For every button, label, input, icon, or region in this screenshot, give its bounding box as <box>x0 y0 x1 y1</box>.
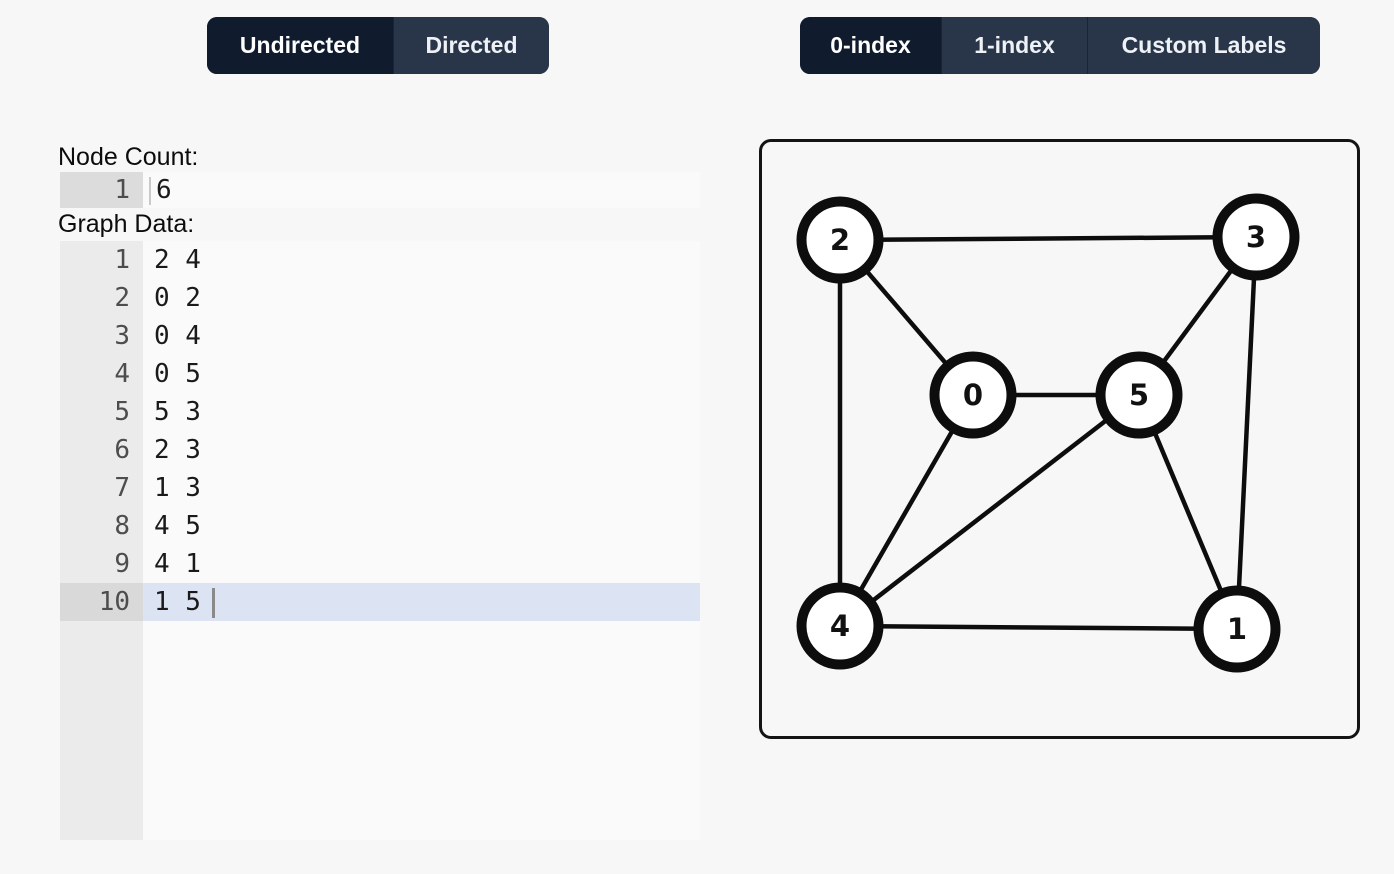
edge-pair-text: 1 5 <box>154 587 201 617</box>
graph-data-label: Graph Data: <box>58 210 195 238</box>
line-number: 1 <box>114 175 130 205</box>
direction-toggle: Undirected Directed <box>207 17 549 74</box>
code-line[interactable]: 7 1 3 <box>60 469 700 507</box>
graph-node-label: 0 <box>963 378 983 412</box>
line-number: 4 <box>114 359 130 389</box>
code-line-content[interactable]: 0 2 <box>143 279 700 317</box>
indexing-toggle: 0-index 1-index Custom Labels <box>800 17 1320 74</box>
toggle-option-directed[interactable]: Directed <box>393 17 549 74</box>
line-number: 2 <box>114 283 130 313</box>
edge-pair-text: 0 2 <box>154 283 201 313</box>
code-line-content[interactable]: 2 3 <box>143 431 700 469</box>
code-line-content[interactable]: 0 5 <box>143 355 700 393</box>
code-line[interactable]: 6 2 3 <box>60 431 700 469</box>
edge-pair-text: 4 1 <box>154 549 201 579</box>
graph-node-label: 1 <box>1227 612 1247 646</box>
graph-canvas[interactable]: 0 1 2 3 4 5 <box>759 139 1360 739</box>
code-line-content[interactable]: 1 3 <box>143 469 700 507</box>
code-line[interactable]: 3 0 4 <box>60 317 700 355</box>
text-cursor-inactive <box>149 176 151 205</box>
node-count-line[interactable]: 1 6 <box>60 172 700 208</box>
toggle-option-0-index[interactable]: 0-index <box>800 17 941 74</box>
graph-node-circle[interactable] <box>1095 351 1183 439</box>
line-number: 5 <box>114 397 130 427</box>
edge-pair-text: 0 5 <box>154 359 201 389</box>
edge-pair-text: 0 4 <box>154 321 201 351</box>
graph-node-circle[interactable] <box>796 582 884 670</box>
graph-node-4[interactable]: 4 <box>796 582 884 670</box>
graph-node-0[interactable]: 0 <box>929 351 1017 439</box>
graph-node-5[interactable]: 5 <box>1095 351 1183 439</box>
code-line-content[interactable]: 4 5 <box>143 507 700 545</box>
line-number: 1 <box>114 245 130 275</box>
graph-data-editor[interactable]: 1 2 4 2 0 2 3 0 4 4 0 5 5 5 3 6 2 3 7 1 3 8 4 5 9 4 1 10 1 … <box>60 241 700 840</box>
graph-node-3[interactable]: 3 <box>1212 193 1300 281</box>
code-line[interactable]: 8 4 5 <box>60 507 700 545</box>
code-line-content[interactable]: 1 5 <box>143 583 700 621</box>
node-count-editor[interactable]: 1 6 <box>60 172 700 208</box>
graph-data-rows: 1 2 4 2 0 2 3 0 4 4 0 5 5 5 3 6 2 3 7 1 3 8 4 5 9 4 1 10 1 … <box>60 241 700 621</box>
edge-pair-text: 5 3 <box>154 397 201 427</box>
graph-node-label: 2 <box>830 223 850 257</box>
graph-edge-0-4 <box>838 393 975 628</box>
line-number: 10 <box>60 583 143 621</box>
graph-node-circle[interactable] <box>1212 193 1300 281</box>
editor-content-background <box>143 172 700 208</box>
code-line[interactable]: 2 0 2 <box>60 279 700 317</box>
text-cursor <box>211 587 215 618</box>
graph-node-label: 3 <box>1246 220 1266 254</box>
line-number: 8 <box>114 511 130 541</box>
edge-pair-text: 1 3 <box>154 473 201 503</box>
graph-node-circle[interactable] <box>796 196 884 284</box>
code-line-content[interactable]: 4 1 <box>143 545 700 583</box>
code-line-content[interactable]: 0 4 <box>143 317 700 355</box>
node-count-content[interactable]: 6 <box>143 172 700 208</box>
line-number: 6 <box>114 435 130 465</box>
toggle-option-custom-labels[interactable]: Custom Labels <box>1087 17 1320 74</box>
graph-node-circle[interactable] <box>1193 585 1281 673</box>
graph-svg: 0 1 2 3 4 5 <box>796 193 1300 673</box>
graph-node-2[interactable]: 2 <box>796 196 884 284</box>
line-number: 3 <box>114 321 130 351</box>
graph-edge-4-1 <box>839 623 1238 632</box>
edge-pair-text: 4 5 <box>154 511 201 541</box>
code-line-content[interactable]: 5 3 <box>143 393 700 431</box>
code-line[interactable]: 9 4 1 <box>60 545 700 583</box>
graph-edge-2-3 <box>839 234 1257 243</box>
graph-edge-4-5 <box>838 393 1141 628</box>
edge-pair-text: 2 4 <box>154 245 201 275</box>
toggle-option-undirected[interactable]: Undirected <box>207 17 393 74</box>
code-line-content[interactable]: 2 4 <box>143 241 700 279</box>
graph-node-circle[interactable] <box>929 351 1017 439</box>
editor-content-background <box>143 241 700 840</box>
code-line[interactable]: 1 2 4 <box>60 241 700 279</box>
toggle-option-1-index[interactable]: 1-index <box>941 17 1087 74</box>
graph-edge-1-3 <box>1234 236 1259 630</box>
node-count-value: 6 <box>156 175 172 205</box>
graph-node-label: 4 <box>830 609 850 643</box>
gutter <box>60 241 143 840</box>
code-line[interactable]: 5 5 3 <box>60 393 700 431</box>
line-number: 7 <box>114 473 130 503</box>
graph-node-label: 5 <box>1129 378 1149 412</box>
graph-node-1[interactable]: 1 <box>1193 585 1281 673</box>
node-count-label: Node Count: <box>58 143 199 171</box>
line-number: 9 <box>114 549 130 579</box>
code-line[interactable]: 10 1 5 <box>60 583 700 621</box>
gutter <box>60 172 143 208</box>
code-line[interactable]: 4 0 5 <box>60 355 700 393</box>
edge-pair-text: 2 3 <box>154 435 201 465</box>
